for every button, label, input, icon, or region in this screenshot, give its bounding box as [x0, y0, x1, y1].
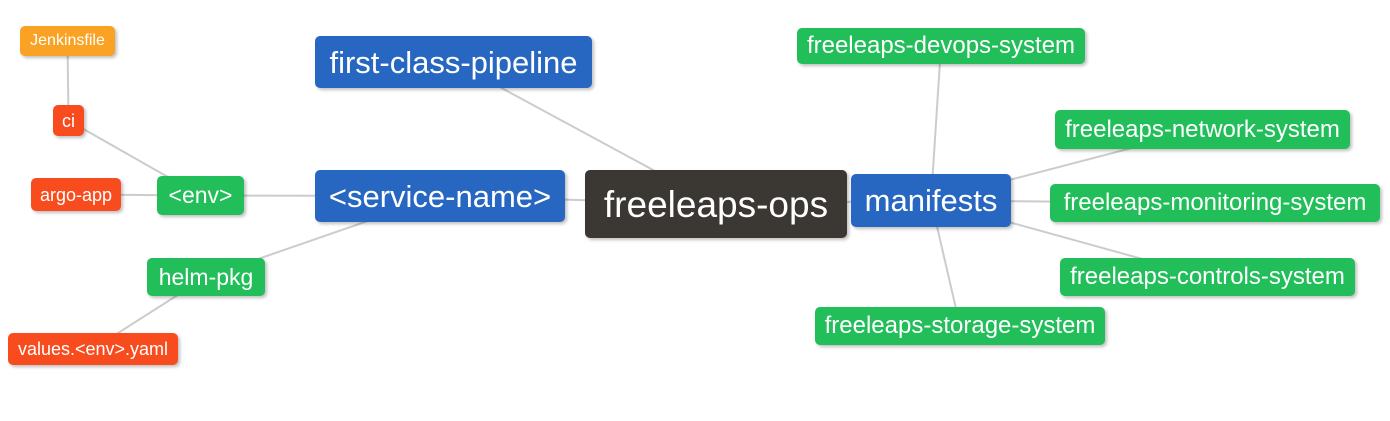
node-values-env-yaml[interactable]: values.<env>.yaml — [8, 333, 178, 365]
node-freeleaps-monitoring-system[interactable]: freeleaps-monitoring-system — [1050, 184, 1380, 222]
node-freeleaps-devops-system[interactable]: freeleaps-devops-system — [797, 28, 1085, 64]
node-argo-app[interactable]: argo-app — [31, 178, 121, 211]
node-jenkinsfile[interactable]: Jenkinsfile — [20, 26, 115, 56]
node-service-name[interactable]: <service-name> — [315, 170, 565, 222]
node-env[interactable]: <env> — [157, 176, 244, 215]
node-first-class-pipeline[interactable]: first-class-pipeline — [315, 36, 592, 88]
node-freeleaps-ops[interactable]: freeleaps-ops — [585, 170, 847, 238]
node-ci[interactable]: ci — [53, 105, 84, 136]
node-freeleaps-controls-system[interactable]: freeleaps-controls-system — [1060, 258, 1355, 296]
node-manifests[interactable]: manifests — [851, 174, 1011, 227]
node-helm-pkg[interactable]: helm-pkg — [147, 258, 265, 296]
node-freeleaps-network-system[interactable]: freeleaps-network-system — [1055, 110, 1350, 149]
node-freeleaps-storage-system[interactable]: freeleaps-storage-system — [815, 307, 1105, 345]
